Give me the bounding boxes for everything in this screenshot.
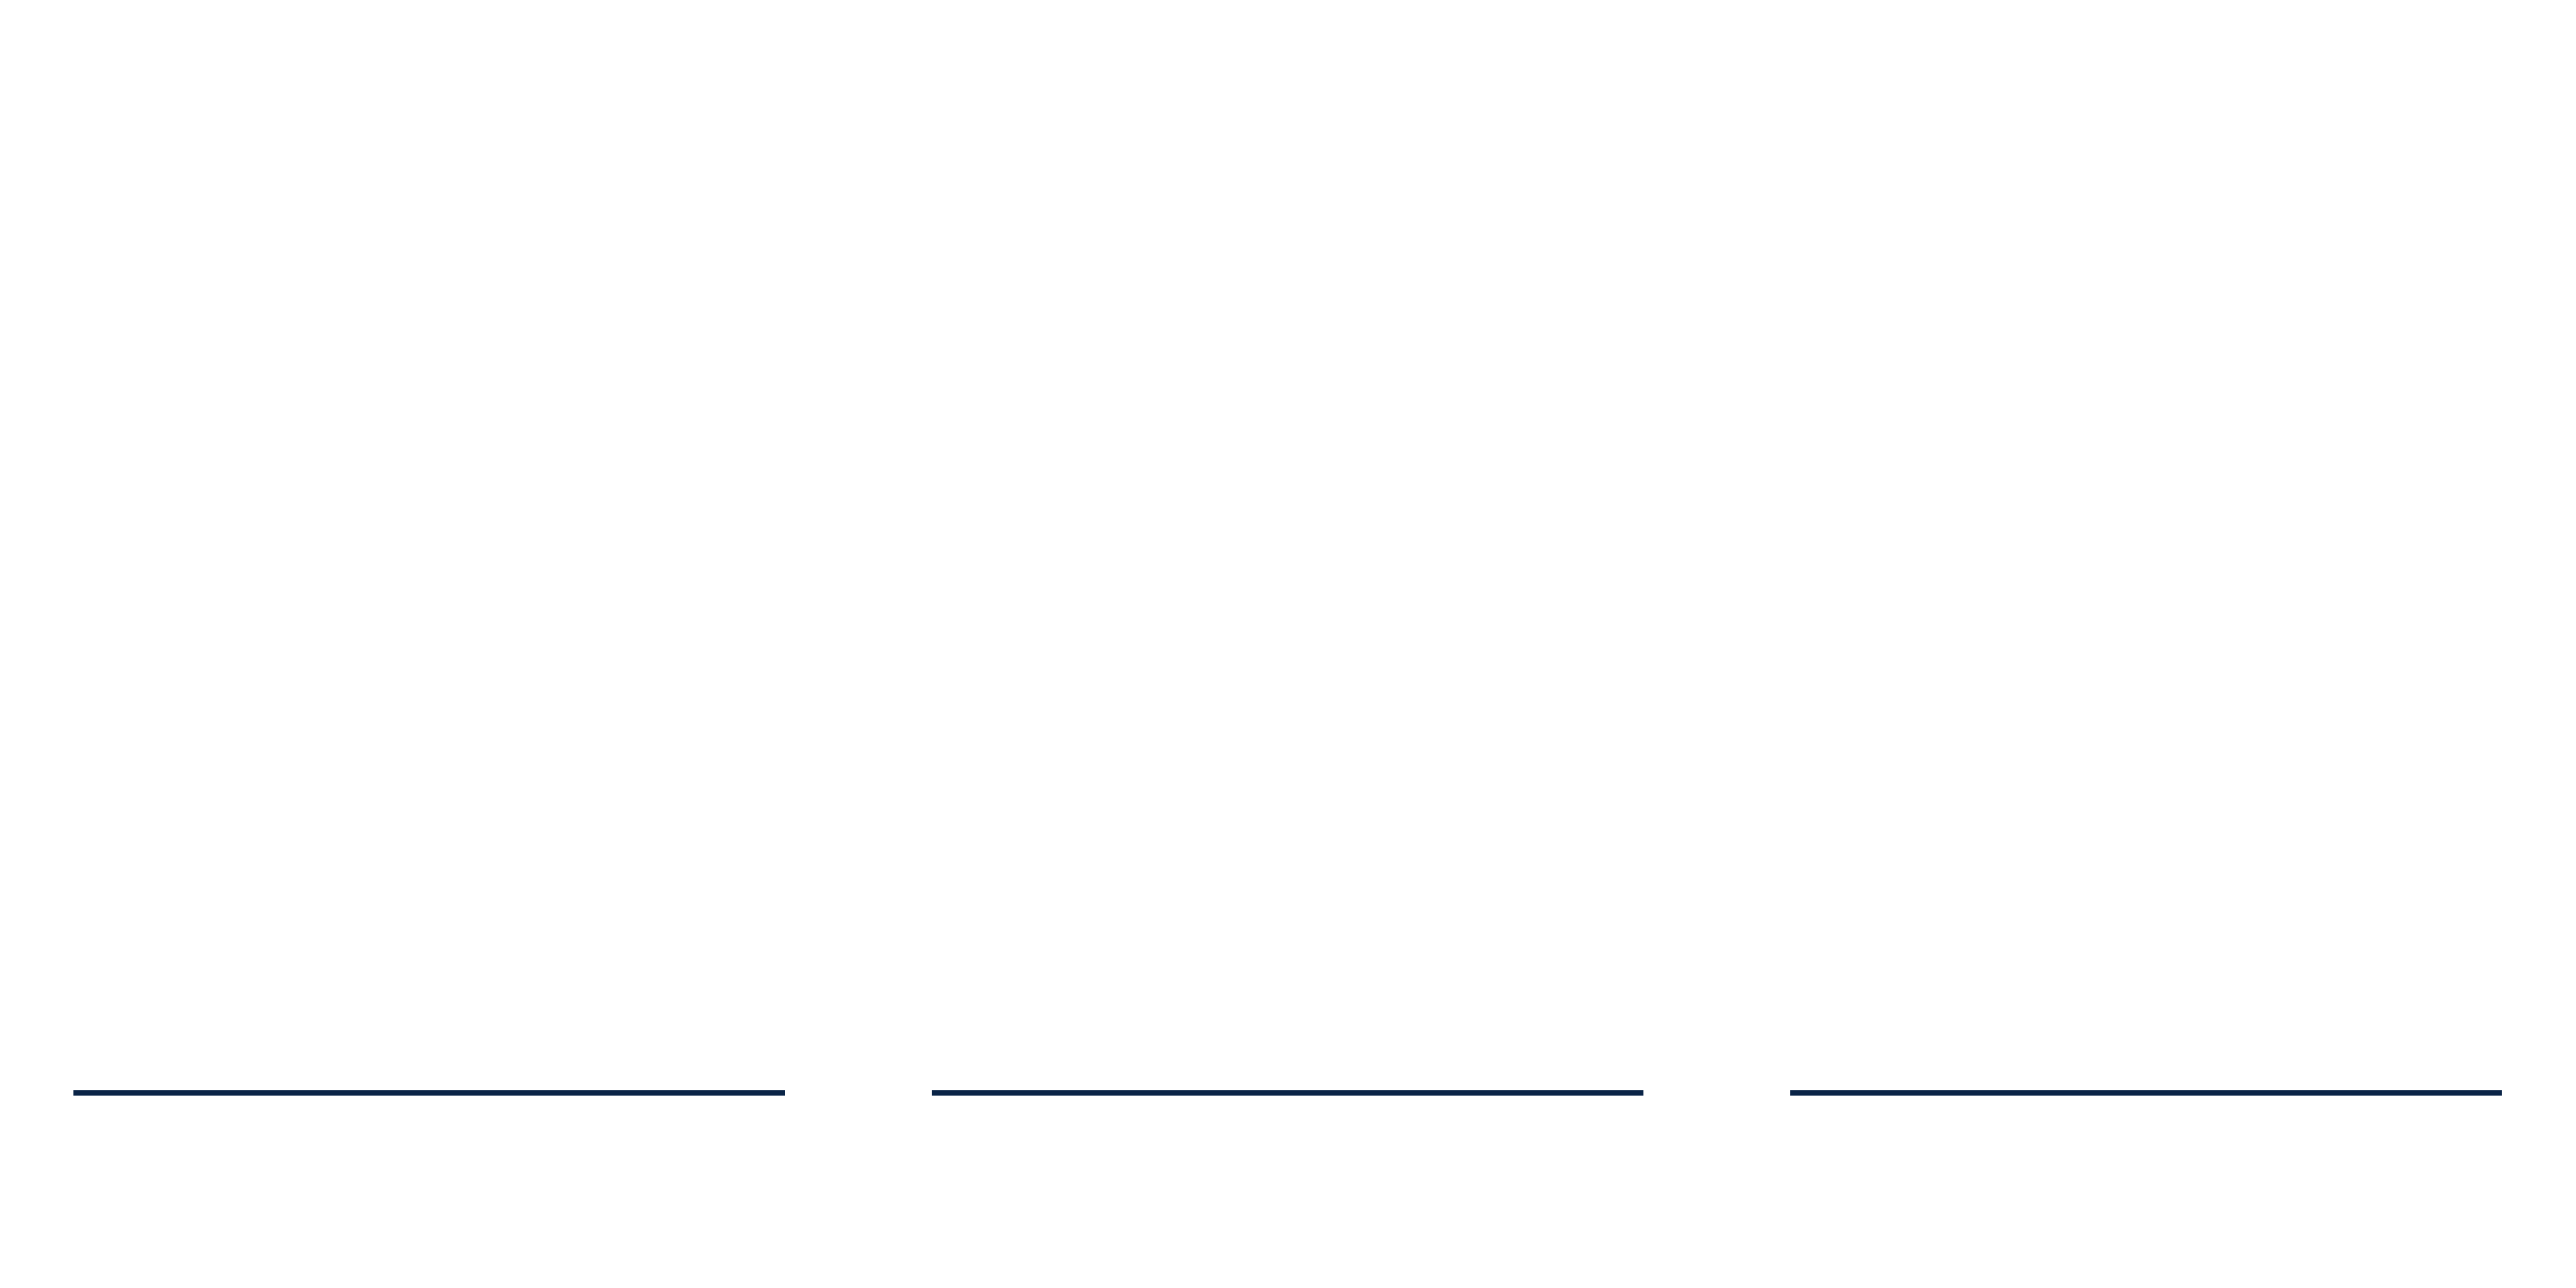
panel-divider-distributed [1790, 1090, 2502, 1096]
panel-centralised [0, 0, 858, 1288]
decentralised-network-graph [858, 0, 1717, 1051]
panel-divider-decentralised [932, 1090, 1643, 1096]
panel-distributed [1717, 0, 2575, 1288]
panel-decentralised [858, 0, 1717, 1288]
panel-divider-centralised [73, 1090, 785, 1096]
distributed-network-graph [1717, 0, 2575, 1051]
centralised-network-graph [0, 0, 858, 1051]
